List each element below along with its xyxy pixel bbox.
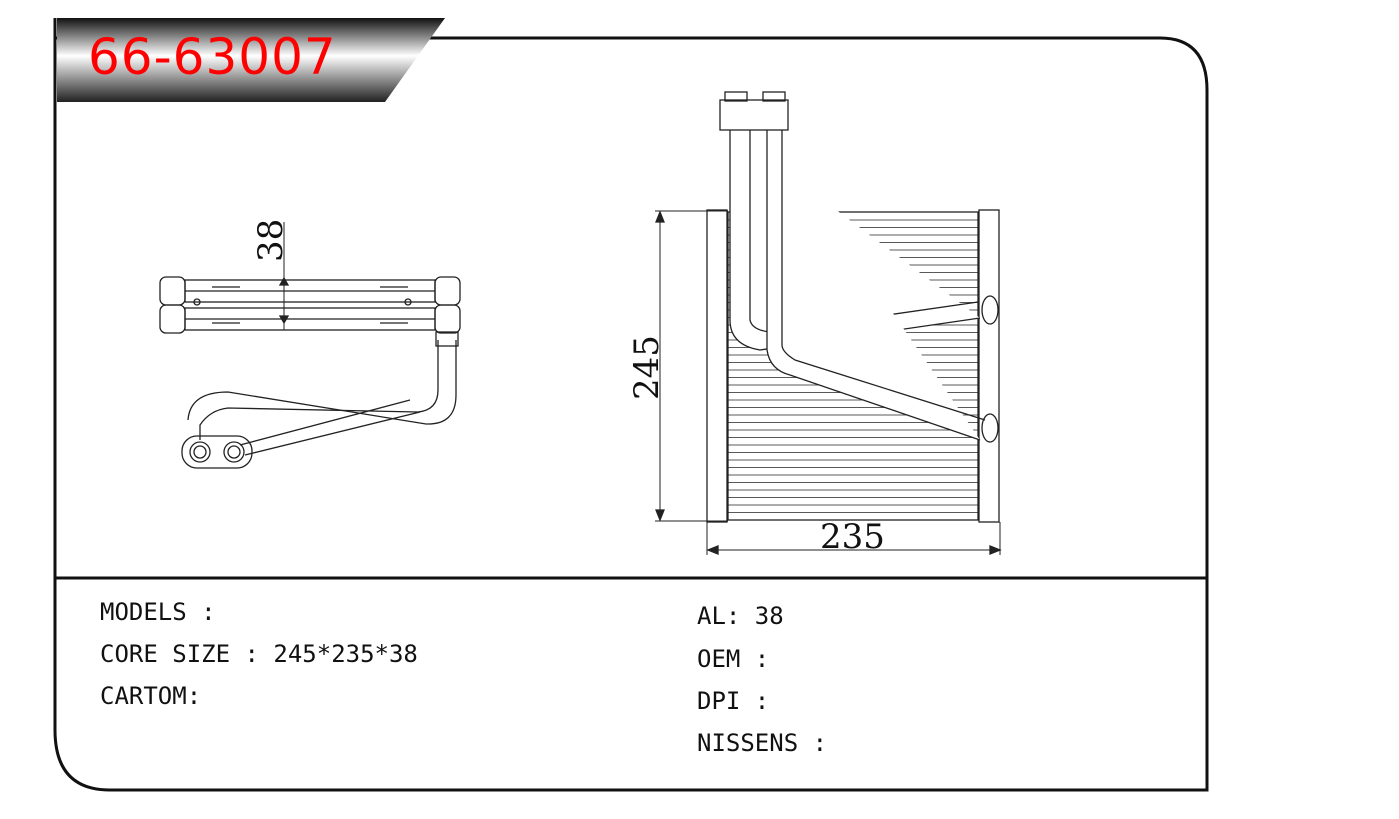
- cartom-label: CARTOM:: [100, 682, 202, 710]
- oem-label: OEM :: [697, 645, 770, 673]
- core-size-label: CORE SIZE : 245*235*38: [100, 640, 418, 668]
- part-number: 66-63007: [88, 28, 337, 86]
- front-view-drawing: [655, 91, 1002, 555]
- thickness-dimension: 38: [251, 219, 291, 262]
- sheet-border: [53, 36, 1209, 792]
- al-label: AL: 38: [697, 602, 784, 630]
- side-view-drawing: [159, 222, 461, 469]
- dpi-label: DPI :: [697, 687, 770, 715]
- models-label: MODELS :: [100, 598, 216, 626]
- height-dimension: 245: [627, 335, 667, 400]
- width-dimension: 235: [820, 517, 885, 557]
- nissens-label: NISSENS :: [697, 729, 828, 757]
- title-banner: [57, 18, 445, 102]
